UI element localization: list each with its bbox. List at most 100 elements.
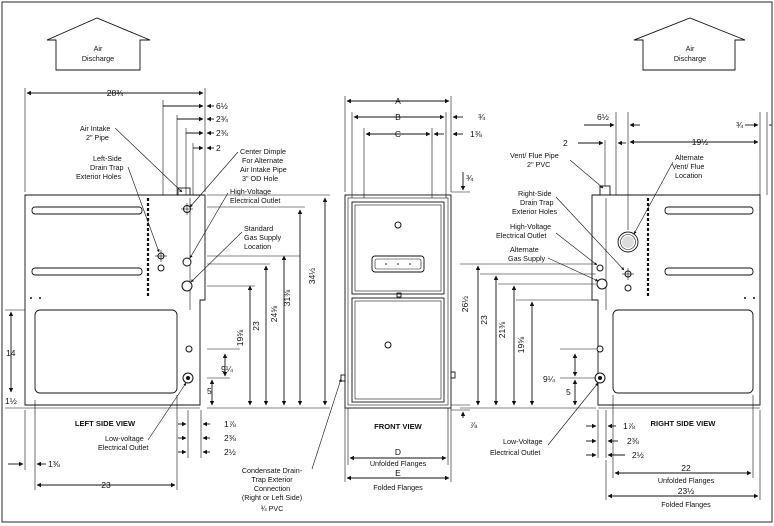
left-dim-2: 2 xyxy=(216,143,221,153)
right-view-title: RIGHT SIDE VIEW xyxy=(651,419,717,428)
right-cabinet-outline xyxy=(591,194,761,406)
front-condensate-line1: Condensate Drain- xyxy=(242,466,303,475)
front-condensate-line4: (Right or Left Side) xyxy=(242,493,302,502)
front-dim-3-4: ¾ xyxy=(478,112,486,122)
left-gas-line1: Standard xyxy=(244,224,273,233)
left-dimple-line1: Center Dimple xyxy=(240,147,286,156)
right-alt-vent-line3: Location xyxy=(675,171,702,180)
right-vent-line2: 2" PVC xyxy=(527,160,550,169)
air-discharge-right-line1: Air xyxy=(686,44,695,53)
left-height-31-3-8: 31⅜ xyxy=(282,289,292,306)
right-alt-vent-line1: Alternate xyxy=(675,153,704,162)
right-lv-line1: Low-Voltage xyxy=(503,437,543,446)
front-condensate-line2: Trap Exterior xyxy=(251,475,293,484)
left-drain-hole-2 xyxy=(157,264,165,272)
front-dim-d-caption: Unfolded Flanges xyxy=(370,459,427,468)
air-discharge-left-line1: Air xyxy=(94,44,103,53)
right-dim-23-1-2: 23½ xyxy=(678,486,695,496)
right-hv-hole xyxy=(596,264,604,272)
left-dimple-line2: For Alternate xyxy=(242,156,283,165)
left-lv-line1: Low-voltage xyxy=(105,434,144,443)
left-dim-2-3-8-bottom: 2⅜ xyxy=(224,433,237,443)
left-lower-panel xyxy=(34,309,178,394)
front-dim-d: D xyxy=(395,447,401,457)
right-dim-2-1-2: 2½ xyxy=(632,450,644,460)
right-dim-19-1-2: 19½ xyxy=(692,137,709,147)
front-upper-door xyxy=(351,201,445,295)
left-gas-line3: Location xyxy=(244,242,271,251)
right-side-view: RIGHT SIDE VIEW 2 6½ 19½ ¾ Vent/ Flue Pi… xyxy=(460,112,772,509)
air-discharge-right-line2: Discharge xyxy=(674,54,706,63)
left-height-9-1-4: 9¼ xyxy=(221,364,234,374)
left-louver-top xyxy=(31,206,143,215)
front-condensate-port xyxy=(340,374,346,382)
left-air-intake-line2: 2" Pipe xyxy=(86,133,109,142)
right-vent-line1: Vent/ Flue Pipe xyxy=(510,151,559,160)
front-view-title: FRONT VIEW xyxy=(374,422,423,431)
left-hole-19 xyxy=(185,345,193,353)
air-discharge-left-line2: Discharge xyxy=(82,54,114,63)
right-vent-stub xyxy=(599,185,611,196)
left-air-intake-line1: Air Intake xyxy=(80,124,110,133)
right-height-21-3-8: 21⅜ xyxy=(497,321,507,338)
right-height-23: 23 xyxy=(479,315,489,325)
right-height-5: 5 xyxy=(566,387,571,397)
left-lv-line2: Electrical Outlet xyxy=(98,443,148,452)
left-width-28-3-4: 28¾ xyxy=(107,88,124,98)
right-dim-1-7-8: 1⅞ xyxy=(623,421,636,431)
left-view-title: LEFT SIDE VIEW xyxy=(75,419,136,428)
right-dim-2: 2 xyxy=(563,138,568,148)
front-dim-e-caption: Folded Flanges xyxy=(373,483,423,492)
right-alt-gas-line2: Gas Supply xyxy=(508,254,546,263)
right-alt-vent-line2: Vent/ Flue xyxy=(672,162,704,171)
right-gas-hole xyxy=(596,278,608,290)
left-dim-2-3-4: 2¾ xyxy=(216,114,229,124)
right-alt-vent-hole xyxy=(617,231,639,253)
right-alt-gas-line1: Alternate xyxy=(510,245,539,254)
front-dim-b: B xyxy=(395,112,401,122)
left-dim-6-1-2: 6½ xyxy=(216,101,228,111)
right-drain-line1: Right-Side xyxy=(518,189,552,198)
left-height-23: 23 xyxy=(251,321,261,331)
right-dim-3-4: ¾ xyxy=(736,120,744,130)
left-cabinet-outline xyxy=(24,194,206,406)
front-view: FRONT VIEW A B C ¾ 1⅜ ¾ ⅞ D Un xyxy=(242,96,486,513)
right-dim-2-3-8: 2⅜ xyxy=(627,436,640,446)
left-drain-trap-line2: Drain Trap xyxy=(90,163,124,172)
right-louver-bottom xyxy=(664,267,754,276)
left-height-24-5-8: 24⅝ xyxy=(269,305,279,322)
front-dim-e: E xyxy=(395,468,401,478)
left-height-19-5-8: 19⅝ xyxy=(235,329,245,346)
left-dim-2-3-8: 2⅜ xyxy=(216,128,229,138)
right-dim-6-1-2: 6½ xyxy=(597,112,609,122)
right-drain-line3: Exterior Holes xyxy=(512,207,558,216)
left-dimple-line3: Air Intake Pipe xyxy=(240,165,287,174)
right-hv-line2: Electrical Outlet xyxy=(496,231,546,240)
left-width-23: 23 xyxy=(101,480,111,490)
left-drain-trap-line3: Exterior Holes xyxy=(76,172,122,181)
front-lower-door xyxy=(351,297,445,403)
right-dim-22: 22 xyxy=(681,463,691,473)
left-drain-trap-line1: Left-Side xyxy=(93,154,122,163)
left-dimple-line4: 3" OD Hole xyxy=(242,174,278,183)
right-height-19-5-8: 19⅝ xyxy=(516,336,526,353)
front-top-3-4: ¾ xyxy=(466,173,474,183)
left-dim-1-3-8: 1⅜ xyxy=(48,459,61,469)
front-bottom-7-8: ⅞ xyxy=(470,420,478,430)
front-dim-c: C xyxy=(395,129,401,139)
front-condensate-line5: ¾ PVC xyxy=(261,504,284,513)
left-height-5: 5 xyxy=(207,386,212,396)
front-dim-1-3-8: 1⅜ xyxy=(470,129,483,139)
right-dim-22-caption: Unfolded Flanges xyxy=(658,476,715,485)
right-height-26-1-2: 26½ xyxy=(460,296,470,313)
left-height-1-1-2: 1½ xyxy=(5,396,17,406)
right-drain-hole-2 xyxy=(624,284,632,292)
front-condensate-line3: Connection xyxy=(254,484,290,493)
left-side-view: LEFT SIDE VIEW 28¾ 6½ 2¾ 2⅜ 2 Air Intake… xyxy=(5,88,330,490)
left-hv-line1: High-Voltage xyxy=(230,187,271,196)
left-dim-1-7-8: 1⅞ xyxy=(224,419,237,429)
right-lv-line2: Electrical Outlet xyxy=(490,448,540,457)
